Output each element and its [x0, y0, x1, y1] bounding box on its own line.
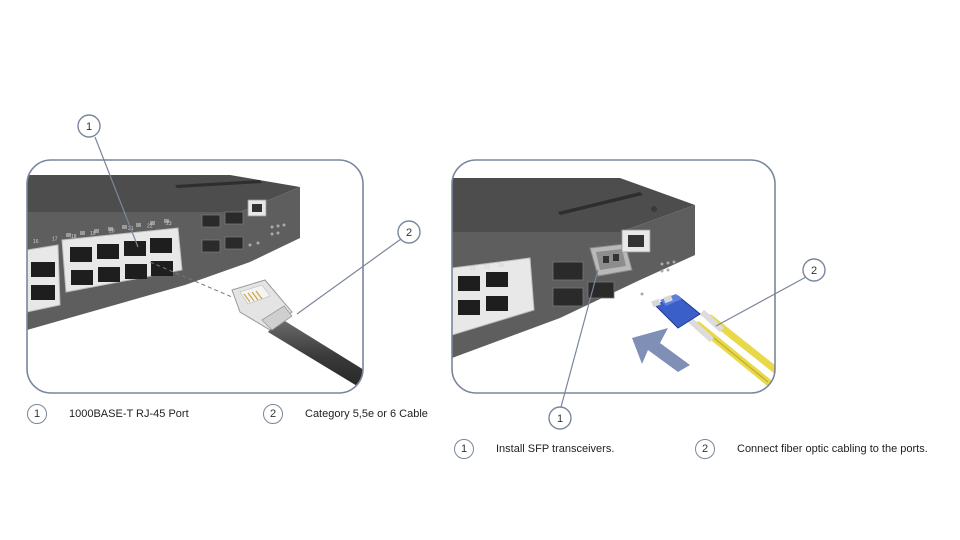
callout-2-marker-left — [397, 220, 421, 244]
right-port-label: 23 — [484, 265, 490, 271]
legend-right-1: 1 Install SFP transceivers. — [454, 439, 614, 459]
left-panel-frame — [26, 159, 364, 394]
callout-1-marker-right — [548, 406, 572, 430]
insertion-guide-line — [149, 261, 233, 298]
sfp-transceiver — [589, 243, 633, 277]
legend-left-1-text: 1000BASE-T RJ-45 Port — [69, 408, 189, 420]
left-port-label: 19 — [90, 231, 96, 237]
callout-2-marker-right — [802, 258, 826, 282]
legend-right-1-marker: 1 — [454, 439, 474, 459]
legend-left-2-text: Category 5,5e or 6 Cable — [305, 408, 428, 420]
left-port-label: 20 — [109, 229, 115, 235]
legend-left-1: 1 1000BASE-T RJ-45 Port — [27, 404, 189, 424]
callout-1-marker-left — [77, 114, 101, 138]
lc-connector — [651, 294, 701, 329]
left-port-label: 16 — [33, 239, 39, 245]
right-port-label: 24 — [498, 263, 504, 269]
left-panel: 1617181920212223 — [26, 114, 421, 394]
right-panel: 22 23 24 — [451, 159, 826, 430]
legend-left-2-marker: 2 — [263, 404, 283, 424]
legend-right-2-text: Connect fiber optic cabling to the ports… — [737, 443, 928, 455]
left-port-label: 18 — [71, 234, 77, 240]
legend-right-2-marker: 2 — [695, 439, 715, 459]
callout-1-marker-left-number: 1 — [86, 121, 92, 133]
legend-left-1-marker: 1 — [27, 404, 47, 424]
legend-left-2: 2 Category 5,5e or 6 Cable — [263, 404, 428, 424]
left-port-label: 22 — [147, 223, 153, 229]
callout-2-marker-left-number: 2 — [406, 227, 412, 239]
right-port-label: 22 — [470, 266, 476, 272]
callout-1-marker-right-number: 1 — [557, 413, 563, 425]
legend-right-2: 2 Connect fiber optic cabling to the por… — [695, 439, 928, 459]
fiber-cable — [687, 309, 775, 386]
legend-right-1-text: Install SFP transceivers. — [496, 443, 615, 455]
switch-top-right — [452, 178, 695, 232]
left-port-label: 17 — [52, 236, 58, 242]
ethernet-cable — [268, 318, 363, 393]
callout-2-marker-right-number: 2 — [811, 265, 817, 277]
insertion-arrow — [632, 328, 690, 372]
right-panel-frame — [451, 159, 776, 394]
left-port-label: 23 — [166, 221, 172, 227]
rj45-connector — [231, 279, 293, 331]
